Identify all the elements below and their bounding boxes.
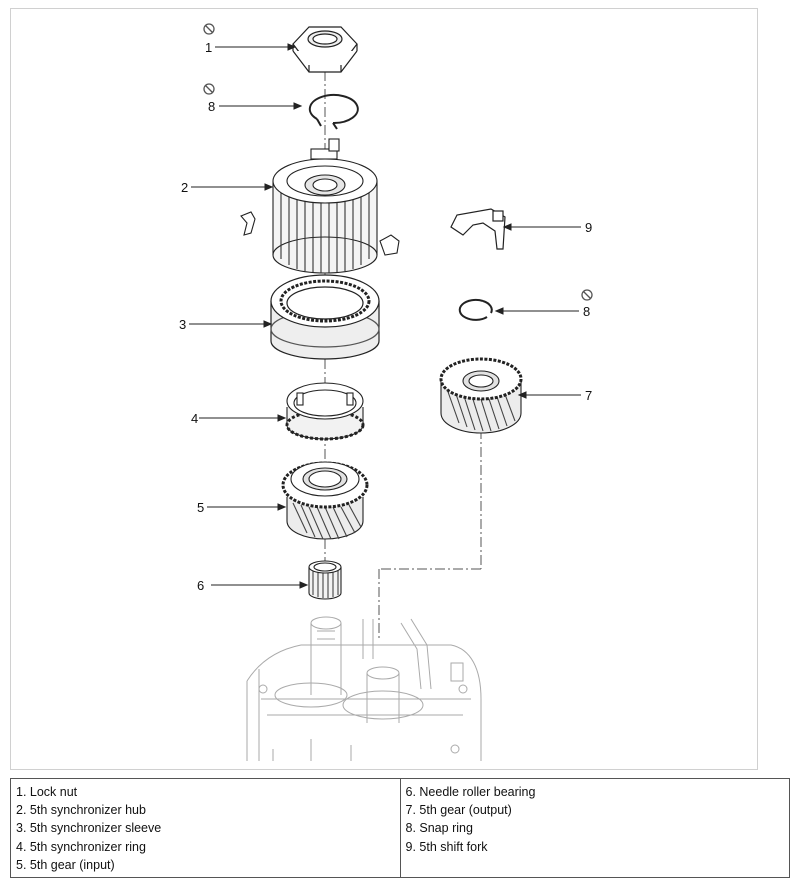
legend-item: 7. 5th gear (output) (405, 803, 512, 818)
legend-item: 3. 5th synchronizer sleeve (16, 821, 162, 836)
transmission-case-part (246, 616, 482, 761)
callout-8-input: 8 (208, 99, 215, 114)
callout-3: 3 (179, 317, 186, 332)
legend-item: 5. 5th gear (input) (16, 857, 115, 872)
callout-8-output: 8 (583, 304, 590, 319)
legend-column-left: 1. Lock nut 2. 5th synchronizer hub 3. 5… (11, 779, 400, 877)
no-reuse-icon (581, 289, 593, 301)
callout-2: 2 (181, 180, 188, 195)
callout-1: 1 (205, 40, 212, 55)
no-reuse-icon (203, 83, 215, 95)
callout-4: 4 (191, 411, 198, 426)
callout-5: 5 (197, 500, 204, 515)
synchronizer-ring-part (285, 382, 365, 441)
synchronizer-key-part (240, 211, 400, 256)
shift-fork-part (450, 208, 506, 250)
needle-roller-bearing-part (308, 560, 342, 600)
lock-nut-part (292, 26, 358, 73)
leader-lines (189, 43, 581, 589)
legend-item: 4. 5th synchronizer ring (16, 839, 146, 854)
callout-9: 9 (585, 220, 592, 235)
fifth-gear-output-part (439, 357, 523, 434)
callout-7: 7 (585, 388, 592, 403)
legend-item: 6. Needle roller bearing (405, 785, 536, 799)
legend-item: 9. 5th shift fork (405, 839, 488, 854)
snap-ring-input-part (308, 94, 359, 130)
snap-ring-output-part (458, 298, 493, 321)
no-reuse-icon (203, 23, 215, 35)
legend-column-right: 6. Needle roller bearing 7. 5th gear (ou… (399, 779, 790, 877)
fifth-gear-input-part (281, 461, 369, 540)
parts-legend-table: 1. Lock nut 2. 5th synchronizer hub 3. 5… (10, 778, 790, 878)
legend-item: 1. Lock nut (16, 785, 78, 799)
synchronizer-sleeve-part (270, 274, 380, 360)
callout-6: 6 (197, 578, 204, 593)
synchronizer-hub-part (272, 138, 378, 274)
legend-item: 8. Snap ring (405, 821, 473, 836)
legend-item: 2. 5th synchronizer hub (16, 803, 146, 818)
exploded-view-diagram: 1 8 2 3 4 5 6 9 8 7 (10, 8, 758, 770)
